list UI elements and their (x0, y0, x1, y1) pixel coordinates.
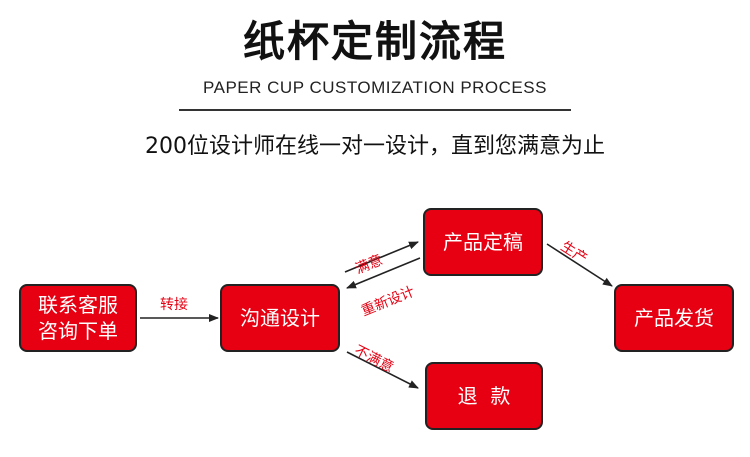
page-subtitle: PAPER CUP CUSTOMIZATION PROCESS (203, 78, 547, 97)
arrow-design-to-refund (346, 351, 419, 389)
page-title: 纸杯定制流程 (242, 17, 507, 66)
node-ship: 产品发货 (614, 284, 734, 352)
arrow-finalize-to-ship (546, 243, 613, 287)
node-design: 沟通设计 (220, 284, 340, 352)
title-divider (179, 109, 571, 111)
node-finalize: 产品定稿 (423, 208, 543, 276)
node-contact-line2: 咨询下单 (38, 319, 118, 343)
arrow-design-to-finalize (344, 241, 419, 273)
node-contact-line1: 联系客服 (38, 293, 118, 317)
node-contact-service: 联系客服 咨询下单 (19, 284, 137, 352)
arrow-finalize-to-design (346, 257, 421, 289)
tagline: 200位设计师在线一对一设计，直到您满意为止 (145, 134, 605, 159)
node-refund: 退 款 (425, 362, 543, 430)
label-transfer: 转接 (160, 297, 188, 313)
